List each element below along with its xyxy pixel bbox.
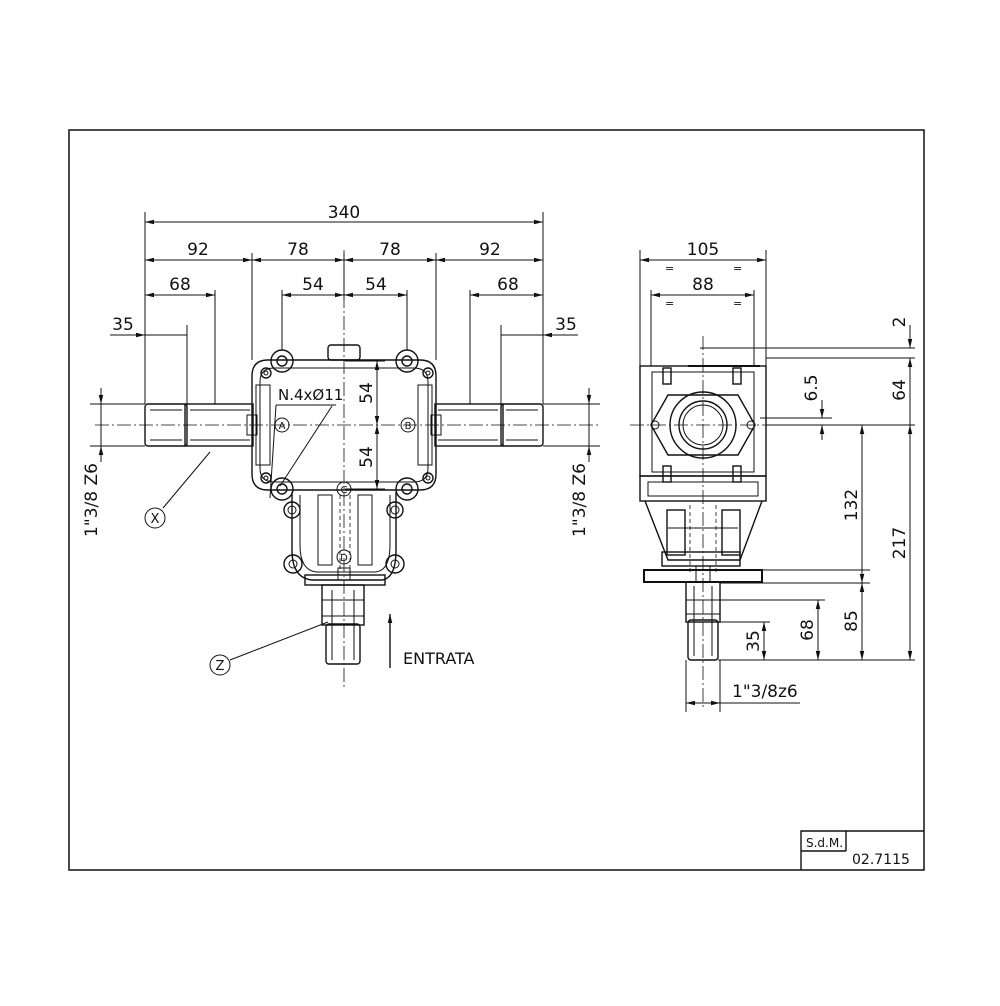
dim-6-5: 6.5: [802, 374, 822, 401]
input-arrow: ENTRATA: [387, 614, 475, 668]
side-vertical-dimensions: 2 64 217 6.5 132 85 68 35: [700, 317, 915, 661]
dim-88: 88: [692, 275, 714, 295]
title-block: S.d.M. 02.7115: [800, 830, 924, 870]
svg-text:=: =: [665, 297, 674, 310]
dim-64: 64: [890, 379, 910, 401]
svg-text:=: =: [665, 262, 674, 275]
svg-text:B: B: [405, 421, 412, 432]
dim-78-right: 78: [379, 240, 401, 260]
drawing-frame: [68, 129, 925, 871]
dim-35-right: 35: [555, 315, 577, 335]
dim-side-spline: 1"3/8z6: [732, 682, 798, 702]
dim-217: 217: [890, 527, 910, 559]
dim-35-left: 35: [112, 315, 134, 335]
marker-d: D: [336, 549, 352, 565]
lower-housing: [283, 492, 405, 586]
svg-text:=: =: [733, 262, 742, 275]
dim-54-right: 54: [365, 275, 387, 295]
right-output-shaft: [434, 403, 544, 447]
dim-78-left: 78: [287, 240, 309, 260]
svg-text:A: A: [279, 421, 286, 432]
dim-92-right: 92: [479, 240, 501, 260]
dim-side-68: 68: [798, 619, 818, 641]
horizontal-dimensions: 340 92 78 78 92 68 54 54 68 35 35: [110, 203, 578, 404]
dim-spline-left: 1"3/8 Z6: [82, 463, 102, 537]
dim-105: 105: [687, 240, 719, 260]
marker-x: X: [151, 512, 160, 527]
vertical-dimensions: 54 54 1"3/8 Z6 1"3/8 Z6: [82, 360, 600, 537]
front-view: A B C D X Z N.4xØ11: [82, 203, 600, 690]
dim-85: 85: [842, 610, 862, 632]
holes-label: N.4xØ11: [278, 386, 343, 404]
dim-spline-right: 1"3/8 Z6: [570, 463, 590, 537]
dim-54-lower: 54: [357, 446, 377, 468]
title-block-code: 02.7115: [852, 852, 910, 868]
dim-68-left: 68: [169, 275, 191, 295]
leader-z: Z: [209, 621, 329, 676]
dim-92-left: 92: [187, 240, 209, 260]
leader-x: X: [144, 451, 211, 529]
dim-340: 340: [328, 203, 360, 223]
svg-text:C: C: [341, 485, 348, 496]
holes-callout: N.4xØ11: [269, 386, 343, 499]
input-label: ENTRATA: [403, 649, 475, 668]
dim-54-left: 54: [302, 275, 324, 295]
svg-text:=: =: [733, 297, 742, 310]
dim-side-35: 35: [744, 630, 764, 652]
marker-b: B: [400, 417, 416, 433]
side-input-shaft: [685, 581, 721, 661]
left-output-shaft: [144, 403, 254, 447]
svg-text:D: D: [340, 553, 348, 564]
marker-z: Z: [216, 659, 225, 674]
input-shaft: [321, 584, 365, 665]
title-block-sdm: S.d.M.: [806, 836, 843, 850]
side-horizontal-dimensions: 105 = = 88 = = 1"3/8z6: [639, 240, 800, 712]
dim-132: 132: [842, 489, 862, 521]
dim-2: 2: [890, 317, 910, 328]
side-view: 105 = = 88 = = 1"3/8z6: [630, 240, 915, 712]
dim-54-upper: 54: [357, 382, 377, 404]
dim-68-right: 68: [497, 275, 519, 295]
